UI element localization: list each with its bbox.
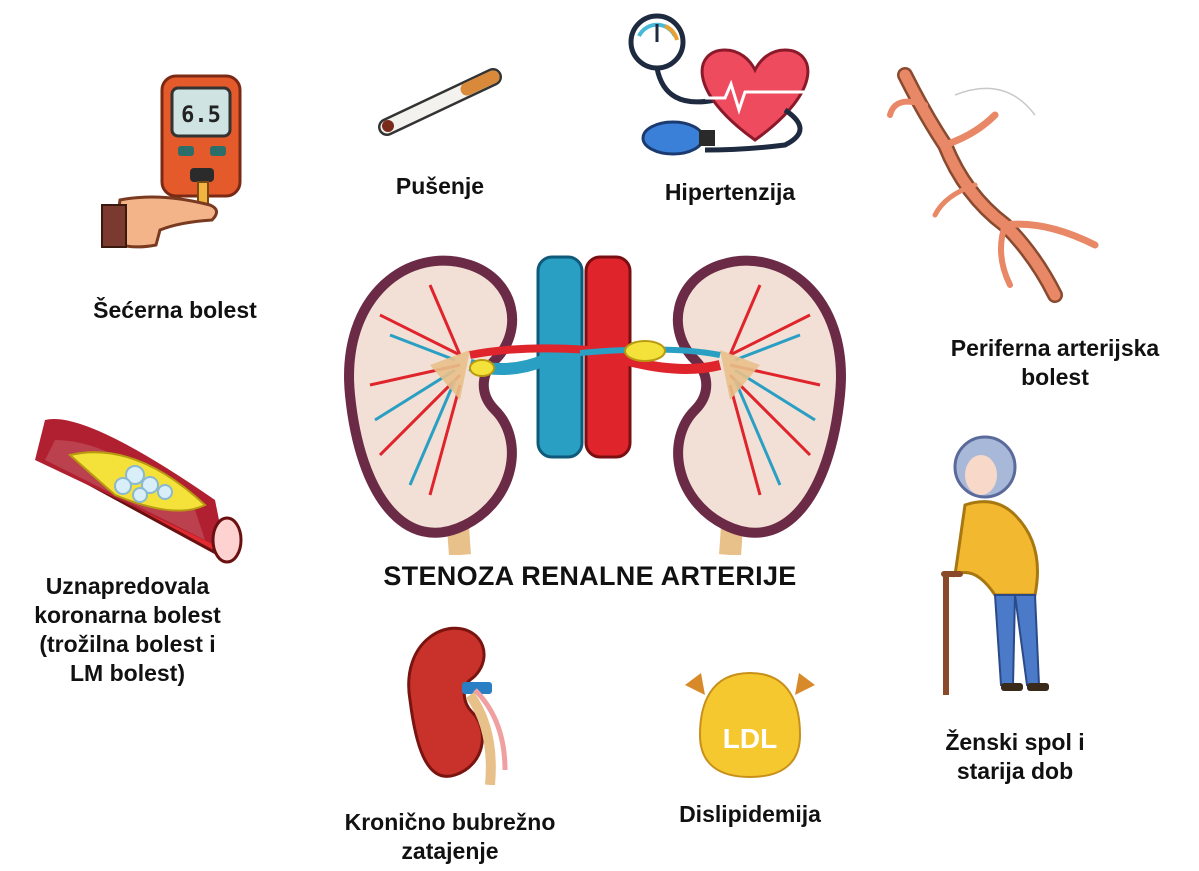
cigarette-icon xyxy=(375,65,505,140)
kidney-ckd-icon xyxy=(390,620,515,785)
label-dyslipidemia: Dislipidemija xyxy=(620,800,880,829)
label-coronary-disease: Uznapredovala koronarna bolest (trožilna… xyxy=(0,572,255,688)
ldl-cholesterol-icon: LDL xyxy=(675,665,825,785)
label-smoking: Pušenje xyxy=(340,172,540,201)
label-female-sex-older-age: Ženski spol i starija dob xyxy=(895,728,1135,786)
label-hypertension: Hipertenzija xyxy=(600,178,860,207)
label-diabetes: Šećerna bolest xyxy=(10,296,340,325)
diagram-title: STENOZA RENALNE ARTERIJE xyxy=(340,562,840,591)
glucometer-icon: 6.5 xyxy=(100,70,250,265)
blood-pressure-heart-icon xyxy=(625,10,825,160)
kidneys-renal-artery-illustration xyxy=(320,235,870,555)
peripheral-artery-icon xyxy=(885,55,1115,305)
elderly-woman-icon xyxy=(935,435,1065,700)
ldl-text: LDL xyxy=(723,723,777,754)
label-chronic-kidney-failure: Kronično bubrežno zatajenje xyxy=(290,808,610,866)
glucometer-reading: 6.5 xyxy=(181,103,221,128)
label-peripheral-artery-disease: Periferna arterijska bolest xyxy=(915,334,1195,392)
coronary-plaque-icon xyxy=(25,400,255,565)
